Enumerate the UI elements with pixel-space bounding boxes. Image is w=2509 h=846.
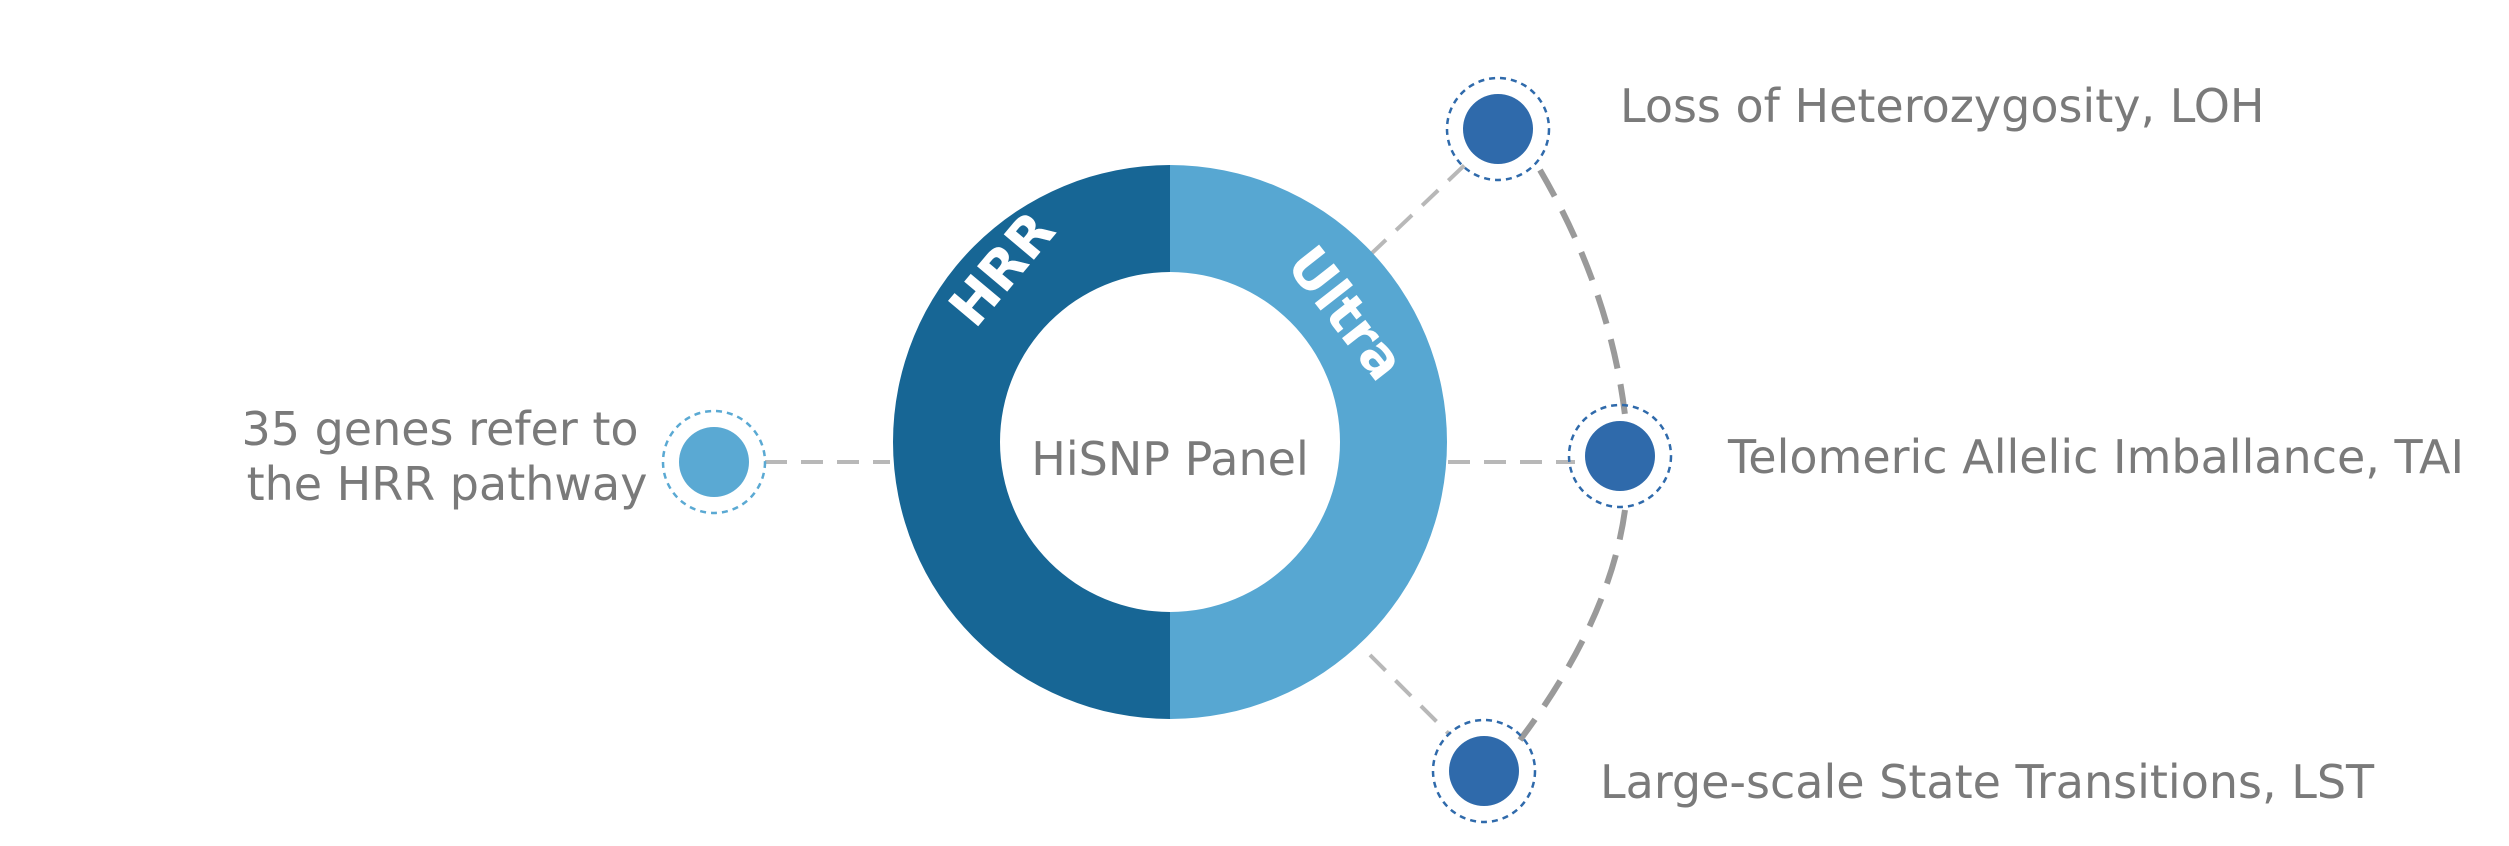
right-node-bottom-dot — [1449, 736, 1519, 806]
ring-right-half — [1170, 165, 1447, 719]
left-node-dot — [679, 427, 749, 497]
right-connector-line-bottom — [1368, 653, 1452, 737]
right-connector-line-top — [1368, 158, 1472, 257]
right-node-middle-dot — [1585, 421, 1655, 491]
ring-left-half — [893, 165, 1170, 719]
left-node-outline — [661, 409, 767, 515]
right-nodes-arc — [1517, 168, 1628, 742]
right-node-bottom-label: Large-scale State Transitions, LST — [1600, 755, 2375, 809]
right-node-middle-outline — [1567, 403, 1673, 509]
right-node-bottom-outline — [1431, 718, 1537, 824]
right-node-top-outline — [1445, 76, 1551, 182]
right-node-top-label: Loss of Heterozygosity, LOH — [1620, 79, 2265, 133]
right-node-middle-label: Telomeric Allelic Imballance, TAI — [1727, 430, 2464, 484]
left-node-label-line1: 35 genes refer to — [241, 402, 638, 456]
right-node-top-dot — [1463, 94, 1533, 164]
left-node-label-line2: the HRR pathway — [247, 457, 648, 511]
center-label: HiSNP Panel — [1031, 432, 1308, 486]
